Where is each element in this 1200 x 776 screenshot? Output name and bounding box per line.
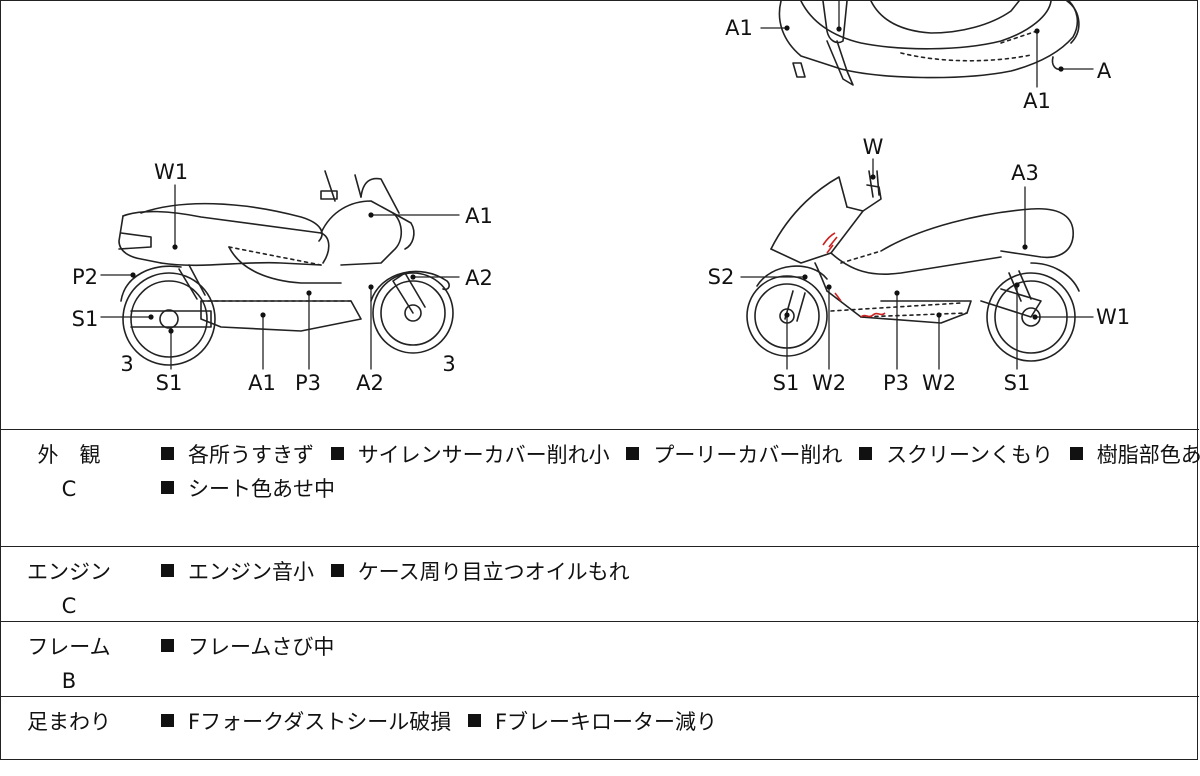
row-title: フレーム <box>27 635 111 659</box>
label-left-a1: A1 <box>465 204 493 228</box>
list-item: サイレンサーカバー削れ小 <box>330 443 610 467</box>
square-bullet-icon <box>161 564 174 577</box>
square-bullet-icon <box>467 714 481 727</box>
item-text: プーリーカバー削れ <box>653 443 843 467</box>
item-text: 樹脂部色あせ <box>1096 443 1200 467</box>
damage-marks <box>822 232 886 318</box>
list-item: スクリーンくもり <box>859 443 1053 467</box>
square-bullet-icon <box>161 639 174 652</box>
diagram-area: A1 A A1 W1 A1 P2 A2 S1 3 S1 A1 P3 A2 3 W… <box>1 1 1199 429</box>
row-items: Fフォークダストシール破損 Fブレーキローター減り <box>161 705 1195 739</box>
items-line: フレームさび中 <box>161 630 1195 664</box>
square-bullet-icon <box>330 564 344 577</box>
row-grade: B <box>61 669 77 693</box>
label-left-p2: P2 <box>71 265 99 289</box>
motorcycle-diagram <box>100 1 1094 370</box>
list-item: ケース周り目立つオイルもれ <box>330 560 630 584</box>
reference-dots <box>130 25 1064 334</box>
condition-sheet: A1 A A1 W1 A1 P2 A2 S1 3 S1 A1 P3 A2 3 W… <box>0 0 1200 760</box>
row-items: エンジン音小 ケース周り目立つオイルもれ <box>161 555 1195 589</box>
label-left-w1: W1 <box>153 160 189 184</box>
item-text: Fブレーキローター減り <box>494 710 718 734</box>
items-line: 各所うすきず サイレンサーカバー削れ小 プーリーカバー削れ スクリーンくもり 樹… <box>161 438 1200 472</box>
label-right-w2-b: W2 <box>921 371 957 395</box>
label-left-s1-bottom: S1 <box>155 371 183 395</box>
row-title: 外 観 <box>37 443 101 467</box>
left-side-scooter <box>118 170 454 366</box>
row-head: フレーム B <box>19 630 119 698</box>
row-grade: C <box>61 477 77 501</box>
square-bullet-icon <box>330 447 344 460</box>
label-right-a3: A3 <box>1011 161 1039 185</box>
condition-table: 外 観 C 各所うすきず サイレンサーカバー削れ小 プーリーカバー削れ スクリー… <box>1 429 1200 776</box>
label-top-a1-left: A1 <box>725 16 753 40</box>
condition-row-frame: フレーム B フレームさび中 <box>1 621 1199 696</box>
square-bullet-icon <box>859 447 873 460</box>
list-item: Fブレーキローター減り <box>467 710 718 734</box>
condition-row-engine: エンジン C エンジン音小 ケース周り目立つオイルもれ <box>1 546 1199 621</box>
square-bullet-icon <box>161 481 174 494</box>
square-bullet-icon <box>626 447 640 460</box>
label-left-a2: A2 <box>465 266 493 290</box>
list-item: 各所うすきず <box>161 443 314 467</box>
item-text: Fフォークダストシール破損 <box>188 710 452 734</box>
label-right-s1-bottom: S1 <box>772 371 800 395</box>
label-left-3-right: 3 <box>442 352 456 376</box>
label-top-a1-bottom: A1 <box>1023 89 1051 113</box>
item-text: ケース周り目立つオイルもれ <box>357 560 630 584</box>
item-text: サイレンサーカバー削れ小 <box>357 443 610 467</box>
square-bullet-icon <box>161 447 174 460</box>
list-item: 樹脂部色あせ <box>1069 443 1200 467</box>
item-text: シート色あせ中 <box>188 477 335 501</box>
row-title: 足まわり <box>27 710 111 734</box>
condition-row-suspension: 足まわり Fフォークダストシール破損 Fブレーキローター減り <box>1 696 1199 776</box>
label-left-a2-bottom: A2 <box>356 371 384 395</box>
row-items: フレームさび中 <box>161 630 1195 664</box>
label-left-a1-bottom: A1 <box>248 371 276 395</box>
label-right-s2: S2 <box>707 265 735 289</box>
list-item: Fフォークダストシール破損 <box>161 710 451 734</box>
row-items: 各所うすきず サイレンサーカバー削れ小 プーリーカバー削れ スクリーンくもり 樹… <box>161 438 1200 506</box>
label-right-s1-b: S1 <box>1003 371 1031 395</box>
item-text: フレームさび中 <box>188 635 335 659</box>
square-bullet-icon <box>1069 447 1083 460</box>
square-bullet-icon <box>161 714 174 727</box>
list-item: プーリーカバー削れ <box>626 443 842 467</box>
row-head: エンジン C <box>19 555 119 623</box>
label-right-w: W <box>862 135 884 159</box>
label-left-s1: S1 <box>71 307 99 331</box>
list-item: シート色あせ中 <box>161 477 335 501</box>
leader-lines <box>100 1 1094 370</box>
items-line: エンジン音小 ケース周り目立つオイルもれ <box>161 555 1195 589</box>
row-grade: C <box>61 594 77 618</box>
row-head: 足まわり <box>19 705 119 739</box>
items-line: シート色あせ中 <box>161 472 1195 506</box>
row-head: 外 観 C <box>19 438 119 506</box>
label-left-p3: P3 <box>294 371 322 395</box>
row-title: エンジン <box>27 560 111 584</box>
list-item: フレームさび中 <box>161 635 334 659</box>
item-text: 各所うすきず <box>188 443 314 467</box>
label-left-3-left: 3 <box>120 352 134 376</box>
item-text: スクリーンくもり <box>886 443 1054 467</box>
item-text: エンジン音小 <box>188 560 314 584</box>
condition-row-exterior: 外 観 C 各所うすきず サイレンサーカバー削れ小 プーリーカバー削れ スクリー… <box>1 429 1200 546</box>
top-view-scooter <box>778 1 1080 86</box>
label-top-a: A <box>1096 59 1112 83</box>
label-right-w2-a: W2 <box>811 371 847 395</box>
right-side-scooter <box>746 170 1080 362</box>
list-item: エンジン音小 <box>161 560 314 584</box>
label-right-w1: W1 <box>1095 305 1131 329</box>
items-line: Fフォークダストシール破損 Fブレーキローター減り <box>161 705 1195 739</box>
label-right-p3: P3 <box>882 371 910 395</box>
